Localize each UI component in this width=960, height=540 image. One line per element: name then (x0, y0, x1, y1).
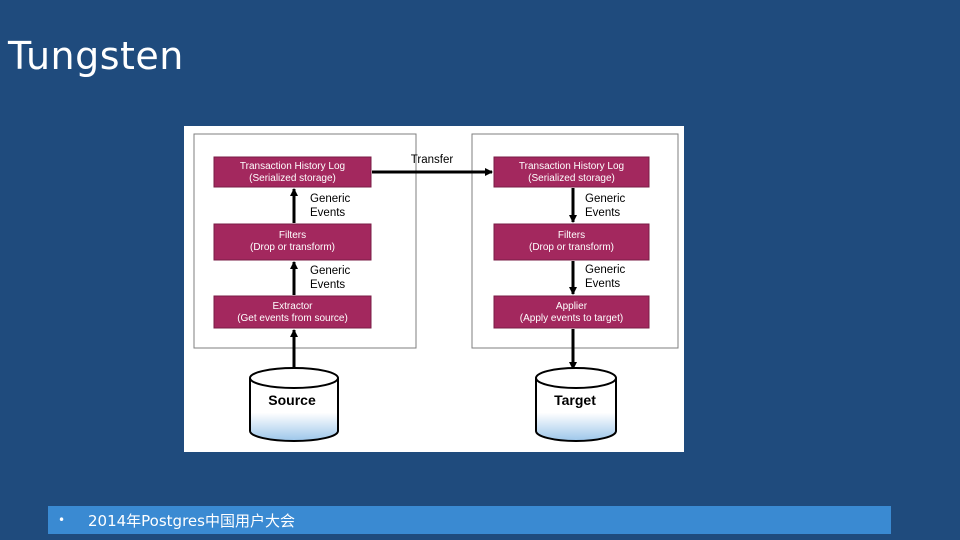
target-database: Target (535, 367, 617, 442)
left-stage-filters: Filters (Drop or transform) (213, 223, 372, 261)
left-events-label-2-line2: Events (310, 279, 345, 291)
replication-diagram: Transaction History Log (Serialized stor… (184, 126, 684, 452)
footer-bar: • 2014年Postgres中国用户大会 (48, 506, 891, 534)
right-stage-thl-line1: Transaction History Log (519, 161, 624, 172)
footer-text: 2014年Postgres中国用户大会 (88, 511, 295, 530)
left-stage-filters-line1: Filters (279, 230, 306, 241)
left-events-label-1-line1: Generic (310, 193, 351, 205)
left-stage-extractor-line2: (Get events from source) (237, 313, 348, 324)
transfer-label: Transfer (411, 154, 454, 166)
target-label: Target (554, 392, 596, 408)
left-stage-extractor-line1: Extractor (272, 301, 313, 312)
right-events-label-2-line2: Events (585, 278, 620, 290)
right-stage-applier-line2: (Apply events to target) (520, 313, 623, 324)
right-events-label-2-line1: Generic (585, 264, 626, 276)
right-stage-applier: Applier (Apply events to target) (493, 295, 650, 329)
left-stage-thl-line1: Transaction History Log (240, 161, 345, 172)
right-stage-filters-line1: Filters (558, 230, 585, 241)
source-label: Source (268, 392, 316, 408)
footer-bullet: • (58, 513, 66, 527)
right-events-label-1-line1: Generic (585, 193, 626, 205)
left-stage-filters-line2: (Drop or transform) (250, 242, 335, 253)
right-stage-filters-line2: (Drop or transform) (529, 242, 614, 253)
left-stage-thl: Transaction History Log (Serialized stor… (213, 156, 372, 188)
right-stage-thl-line2: (Serialized storage) (528, 173, 615, 184)
source-database: Source (249, 367, 339, 442)
right-events-label-1-line2: Events (585, 207, 620, 219)
right-stage-thl: Transaction History Log (Serialized stor… (493, 156, 650, 188)
right-stage-applier-line1: Applier (556, 301, 588, 312)
slide-title: Tungsten (8, 34, 184, 78)
diagram-svg: Transaction History Log (Serialized stor… (193, 133, 679, 442)
left-stage-thl-line2: (Serialized storage) (249, 173, 336, 184)
right-stage-filters: Filters (Drop or transform) (493, 223, 650, 261)
left-stage-extractor: Extractor (Get events from source) (213, 295, 372, 329)
left-events-label-2-line1: Generic (310, 265, 351, 277)
left-events-label-1-line2: Events (310, 207, 345, 219)
